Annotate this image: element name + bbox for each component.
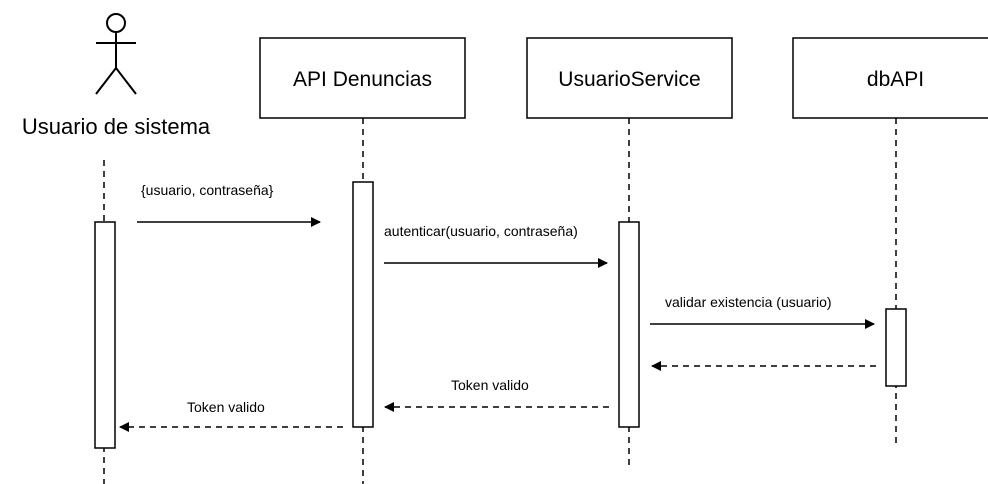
activation-bar-usuario-service: [618, 221, 640, 428]
participant-usuario-service[interactable]: UsuarioService: [526, 37, 733, 119]
message-token-valido-actor[interactable]: Token valido: [119, 399, 343, 432]
message-validar-existencia[interactable]: validar existencia (usuario): [650, 294, 875, 329]
participant-box: [792, 37, 988, 119]
message-credentials[interactable]: {usuario, contraseña}: [137, 182, 321, 227]
participant-api-denuncias[interactable]: API Denuncias: [259, 37, 466, 119]
actor-usuario[interactable]: Usuario de sistema: [22, 13, 211, 139]
participant-box: [526, 37, 733, 119]
activation-bar-actor: [94, 221, 116, 449]
participant-box: [259, 37, 466, 119]
activation-bar-api-denuncias: [352, 181, 374, 428]
message-label: Token valido: [451, 377, 529, 393]
message-label: {usuario, contraseña}: [141, 182, 274, 198]
message-token-valido-service[interactable]: Token valido: [384, 377, 609, 412]
participant-dbapi[interactable]: dbAPI: [792, 37, 988, 119]
actor-figure-icon: [95, 13, 137, 95]
message-autenticar[interactable]: autenticar(usuario, contraseña): [384, 223, 608, 268]
message-label: autenticar(usuario, contraseña): [384, 223, 578, 239]
activation-bar-dbapi: [885, 308, 907, 387]
participant-label: dbAPI: [867, 68, 924, 91]
actor-label: Usuario de sistema: [22, 114, 211, 139]
participant-label: API Denuncias: [293, 68, 432, 91]
message-label: validar existencia (usuario): [665, 294, 832, 310]
participant-label: UsuarioService: [558, 68, 700, 91]
message-label: Token valido: [187, 399, 265, 415]
